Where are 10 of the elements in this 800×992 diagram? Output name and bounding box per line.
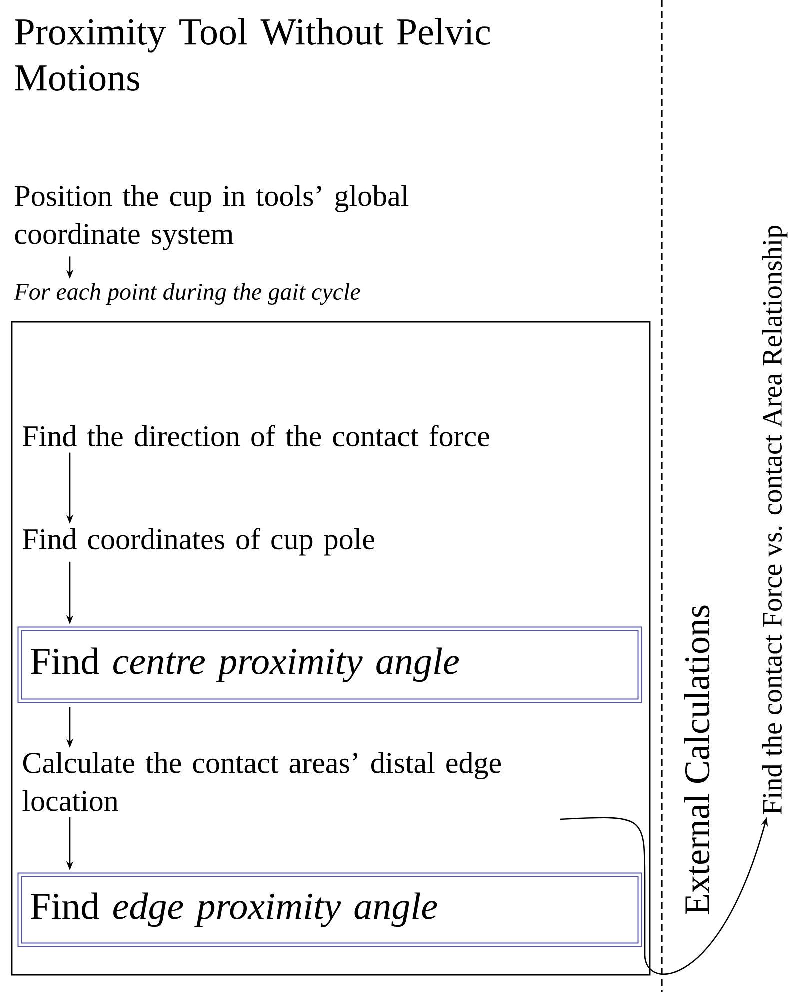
step-box: Find centre proximity angle bbox=[18, 626, 642, 704]
step-text: Find the direction of the contact force bbox=[23, 425, 490, 447]
step-box: Find edge proximity angle bbox=[18, 872, 642, 948]
title: Proximity Tool Without Pelvic Motions bbox=[15, 18, 490, 91]
rotated-text: Find the contact Force vs. contact Area Relationship bbox=[762, 226, 788, 814]
step-text: Calculate the contact areas’ distal edge location bbox=[22, 752, 501, 812]
node-label: For each point during the gait cycle bbox=[14, 283, 360, 306]
step-text: Find coordinates of cup pole bbox=[23, 528, 374, 556]
step-text: Position the cup in tools’ global coordinate system bbox=[15, 185, 409, 250]
section-label: External Calculations bbox=[684, 606, 710, 914]
